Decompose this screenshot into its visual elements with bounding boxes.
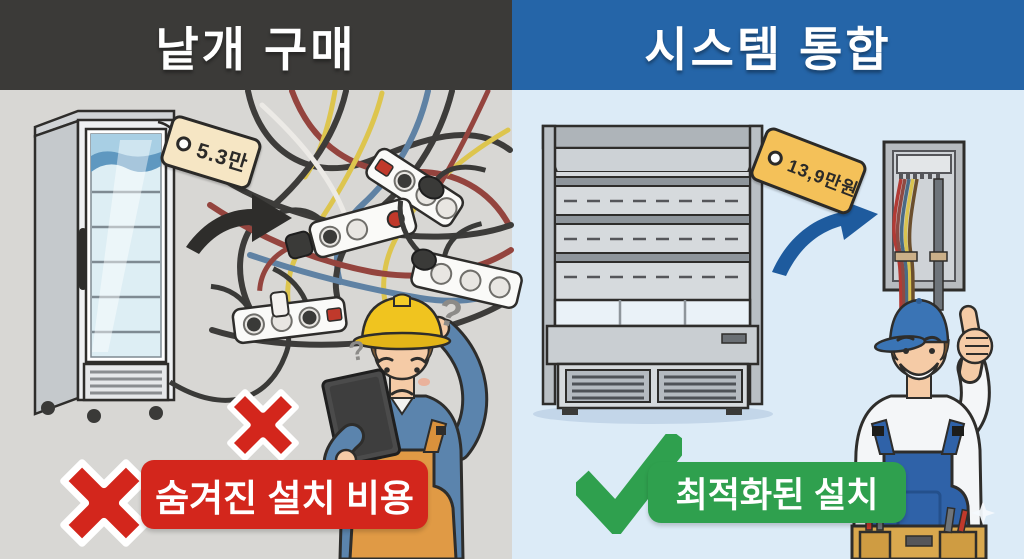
x-icon-large — [54, 453, 154, 553]
happy-worker — [850, 298, 995, 559]
x-icon — [222, 384, 304, 466]
price-tag-left-text: 5.3만 — [193, 138, 251, 176]
hard-hat — [352, 293, 452, 351]
hidden-cost-banner-text: 숨겨진 설치 비용 — [155, 477, 414, 519]
price-tag-right-text: 13,9만원 — [784, 154, 862, 201]
thumbs-up-hand — [956, 304, 994, 365]
electrical-panel — [882, 140, 966, 311]
left-panel-title: 낱개 구매 — [155, 22, 357, 76]
terminal-stubs — [899, 173, 940, 179]
power-strip — [210, 266, 348, 345]
tag-hole — [174, 134, 194, 154]
glass-door-fridge — [33, 109, 292, 423]
right-panel-title: 시스템 통합 — [644, 22, 892, 76]
open-display-cooler — [533, 124, 773, 424]
fridge-vent — [90, 370, 162, 395]
power-strip — [397, 200, 523, 310]
arrow-left-icon — [186, 194, 292, 254]
cooler-vents — [572, 375, 736, 400]
conduit — [933, 178, 944, 311]
power-strip — [257, 197, 418, 292]
blue-cap — [873, 298, 950, 353]
right-panel-header: 시스템 통합 — [512, 0, 1024, 90]
power-strips — [210, 147, 523, 345]
fridge-shelves — [92, 190, 160, 334]
sparkle-icon — [971, 501, 995, 525]
smiling-face — [896, 335, 942, 381]
hidden-cost-banner: 숨겨진 설치 비용 — [141, 460, 428, 529]
tag-hole — [765, 148, 785, 168]
fridge-handle — [79, 228, 87, 290]
optimized-install-banner: 최적화된 설치 — [648, 462, 906, 523]
fridge-casters — [41, 401, 163, 423]
left-panel-header: 낱개 구매 — [0, 0, 512, 90]
optimized-install-banner-text: 최적화된 설치 — [675, 476, 879, 515]
arrow-right-icon — [772, 198, 878, 276]
power-strip — [365, 147, 487, 228]
cooler-shelves — [554, 176, 751, 279]
